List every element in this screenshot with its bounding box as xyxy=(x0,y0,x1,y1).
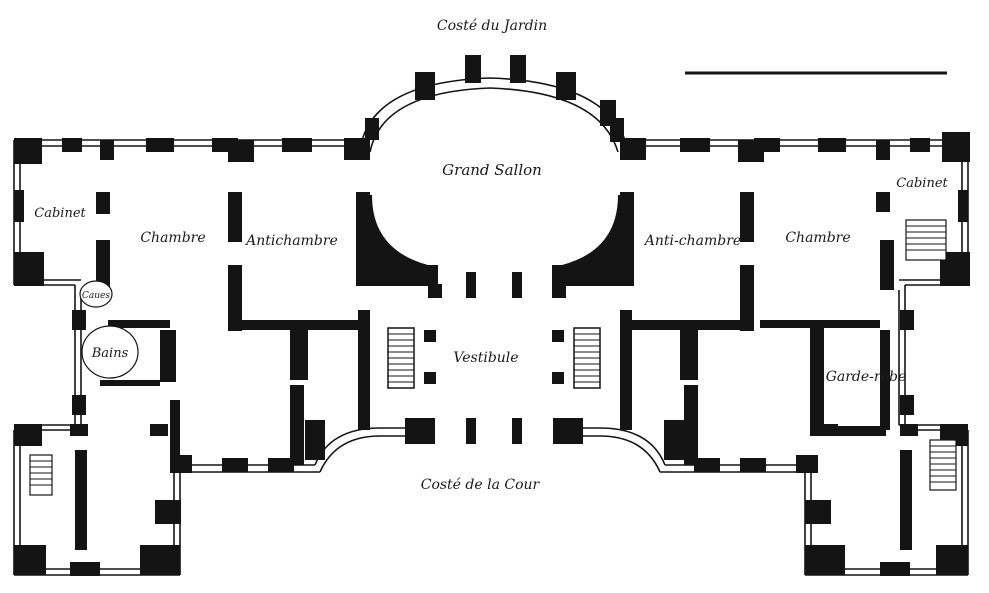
wall-piers xyxy=(14,55,970,576)
garden-side-label: Costé du Jardin xyxy=(437,18,547,34)
court-side-label: Costé de la Cour xyxy=(421,477,541,493)
garde-robe-label: Garde-robe xyxy=(826,369,907,385)
stair-right-lower xyxy=(929,439,957,491)
bains-label: Bains xyxy=(91,346,129,361)
vestibule-label: Vestibule xyxy=(453,350,518,366)
caves-label: Caues xyxy=(82,291,110,301)
bains-outline xyxy=(81,325,139,379)
cabinet-right-label: Cabinet xyxy=(896,176,948,191)
cabinet-left-label: Cabinet xyxy=(34,206,86,221)
stair-right-vestibule xyxy=(573,327,601,389)
stair-right-cabinet xyxy=(905,219,947,261)
chambre-right-label: Chambre xyxy=(785,230,850,246)
caves-outline xyxy=(79,280,113,308)
stair-left-lower xyxy=(29,454,53,496)
chambre-left-label: Chambre xyxy=(140,230,205,246)
antichambre-left-label: Antichambre xyxy=(244,233,338,249)
grand-sallon-label: Grand Sallon xyxy=(442,161,542,179)
antichambre-right-label: Anti-chambre xyxy=(643,233,741,249)
stair-left-vestibule xyxy=(387,327,415,389)
